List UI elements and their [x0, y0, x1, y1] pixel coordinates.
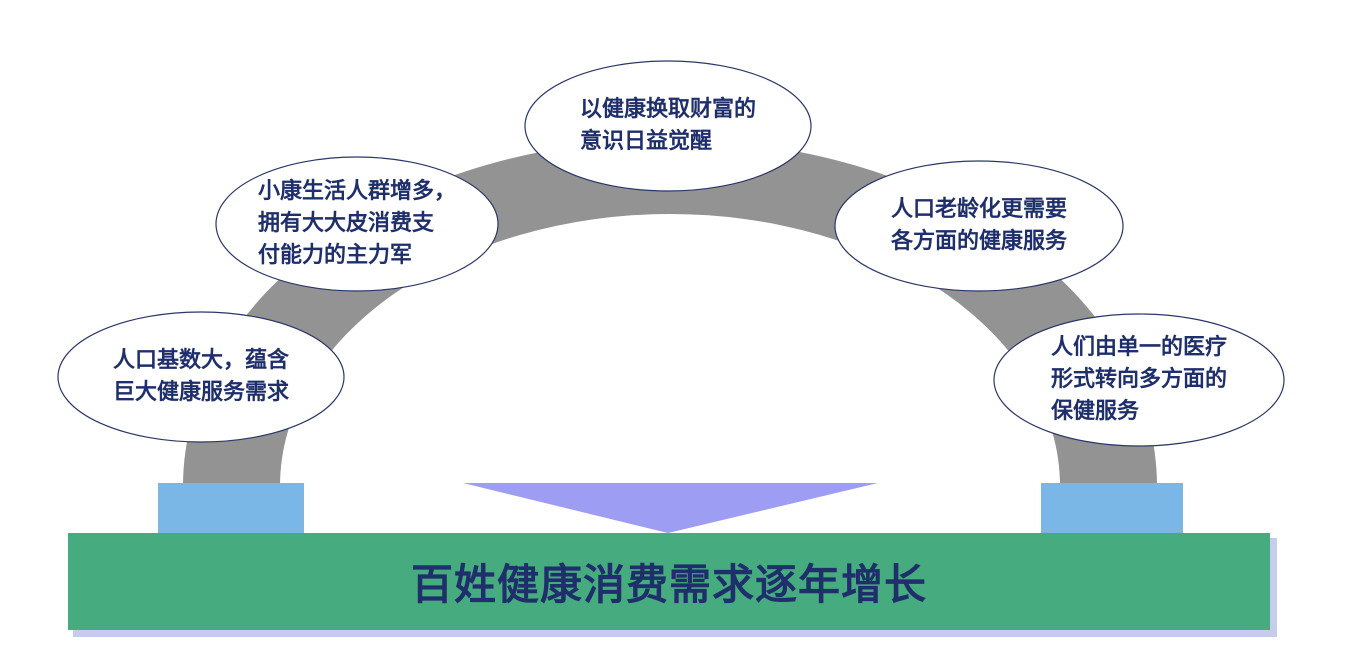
bubble-shape-5	[993, 313, 1285, 447]
bubble-3-line-1: 以健康换取财富的	[579, 97, 756, 122]
bubble-1-line-1: 人口基数大，蕴含	[112, 348, 289, 373]
bubble-1-text: 人口基数大，蕴含 巨大健康服务需求	[113, 345, 289, 409]
bubble-shape-3	[524, 60, 812, 192]
bubble-3-text: 以健康换取财富的 意识日益觉醒	[580, 94, 756, 158]
bubble-1-line-2: 巨大健康服务需求	[112, 380, 289, 405]
down-arrow-triangle	[463, 483, 878, 533]
bubble-4-line-1: 人口老龄化更需要	[890, 197, 1067, 222]
bubble-2: 小康生活人群增多， 拥有大大皮消费支 付能力的主力军	[216, 157, 498, 291]
bubble-4-text: 人口老龄化更需要 各方面的健康服务	[891, 194, 1067, 258]
right-pillar	[1041, 483, 1183, 535]
bubble-3-line-2: 意识日益觉醒	[579, 129, 712, 154]
bubble-shape-2	[215, 156, 499, 292]
bubble-4: 人口老龄化更需要 各方面的健康服务	[835, 161, 1123, 291]
bubble-2-line-2: 拥有大大皮消费支	[257, 211, 434, 236]
bubble-5-line-1: 人们由单一的医疗	[1050, 335, 1227, 360]
main-title: 百姓健康消费需求逐年增长	[410, 560, 927, 609]
left-pillar	[158, 483, 304, 535]
bubble-shape-4	[834, 160, 1124, 292]
bubble-2-line-3: 付能力的主力军	[257, 243, 412, 268]
bubble-1: 人口基数大，蕴含 巨大健康服务需求	[58, 312, 344, 442]
bubble-3: 以健康换取财富的 意识日益觉醒	[525, 61, 811, 191]
bubble-5: 人们由单一的医疗 形式转向多方面的 保健服务	[994, 314, 1284, 446]
bubble-2-text: 小康生活人群增多， 拥有大大皮消费支 付能力的主力军	[258, 176, 456, 272]
bubble-5-text: 人们由单一的医疗 形式转向多方面的 保健服务	[1051, 332, 1227, 428]
bubble-5-line-2: 形式转向多方面的	[1050, 367, 1227, 392]
bubble-2-line-1: 小康生活人群增多，	[257, 179, 456, 204]
bubble-5-line-3: 保健服务	[1050, 399, 1139, 424]
base-bar	[68, 533, 1270, 630]
bubble-shape-1	[57, 311, 345, 443]
bubble-4-line-2: 各方面的健康服务	[890, 229, 1067, 254]
